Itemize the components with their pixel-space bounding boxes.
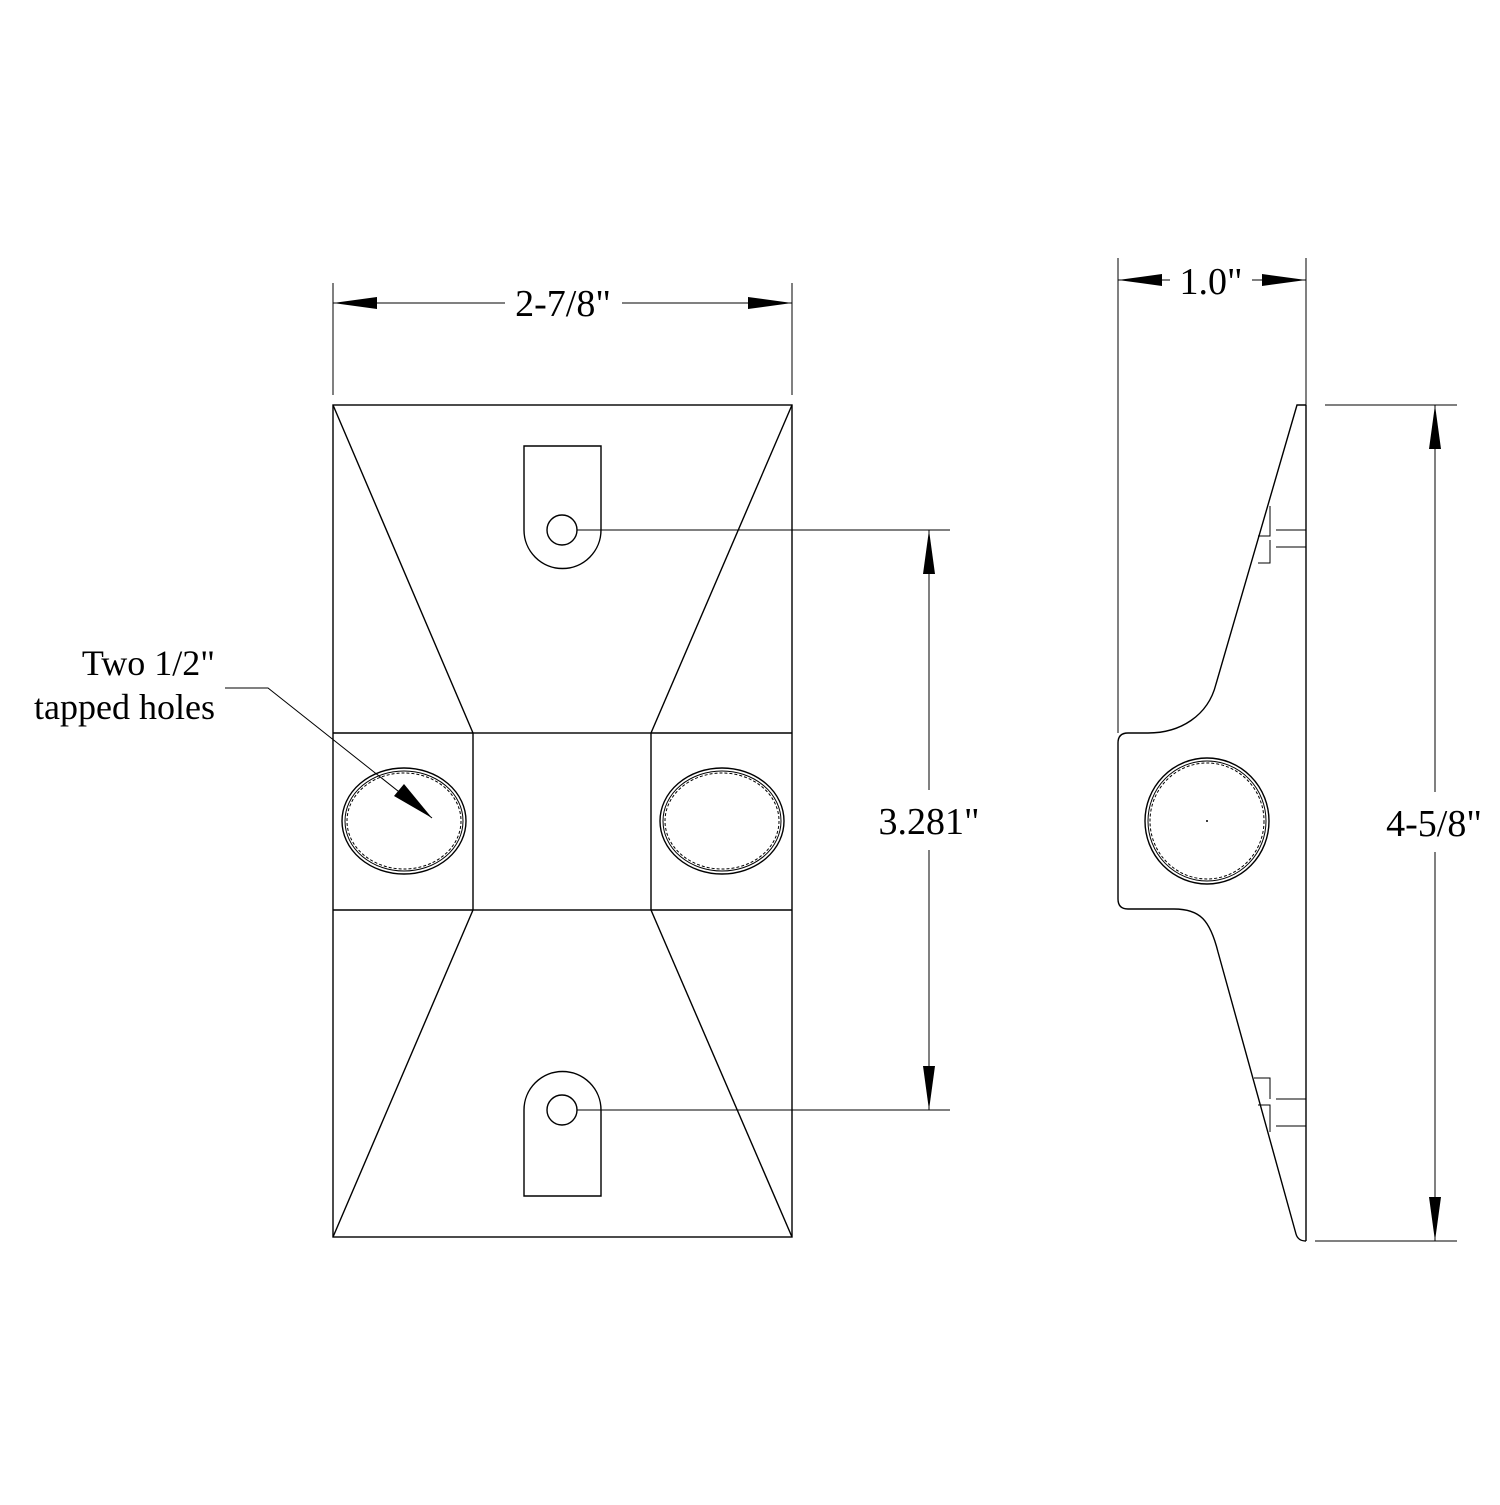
arrowhead — [748, 297, 792, 309]
hole-spacing-dimension: 3.281" — [577, 529, 980, 1111]
arrowhead — [1429, 405, 1441, 449]
bottom-mounting-tab — [523, 1070, 602, 1197]
side-profile — [1117, 404, 1307, 1242]
leader-arrowhead — [394, 784, 432, 818]
callout-line-1: Two 1/2" — [82, 643, 215, 683]
facet-line — [332, 909, 474, 1238]
left-tapped-hole — [341, 767, 467, 875]
hole-spacing-label: 3.281" — [878, 801, 979, 843]
arrowhead — [1262, 274, 1306, 286]
arrowhead — [333, 297, 377, 309]
side-view — [1117, 404, 1307, 1242]
side-height-dimension: 4-5/8" — [1315, 404, 1482, 1242]
arrowhead — [923, 1066, 935, 1110]
side-depth-dimension: 1.0" — [1117, 258, 1307, 733]
side-tapped-hole — [1144, 757, 1270, 885]
right-tapped-hole — [659, 767, 785, 875]
facet-line — [650, 404, 793, 734]
facet-line — [650, 909, 793, 1238]
front-width-label: 2-7/8" — [515, 283, 611, 325]
arrowhead — [1429, 1197, 1441, 1241]
front-width-dimension: 2-7/8" — [332, 283, 793, 395]
bottom-mounting-hole — [546, 1094, 578, 1126]
side-depth-label: 1.0" — [1179, 261, 1242, 303]
front-view — [332, 404, 793, 1238]
leader-line — [225, 687, 433, 819]
center-block — [472, 732, 652, 911]
arrowhead — [923, 530, 935, 574]
top-mounting-hole — [546, 514, 578, 546]
top-mounting-tab — [523, 445, 602, 570]
side-height-label: 4-5/8" — [1386, 803, 1482, 845]
tapped-holes-callout: Two 1/2" tapped holes — [34, 643, 433, 819]
facet-line — [332, 404, 474, 734]
front-outline — [332, 404, 793, 1238]
arrowhead — [1118, 274, 1162, 286]
callout-line-2: tapped holes — [34, 687, 215, 727]
